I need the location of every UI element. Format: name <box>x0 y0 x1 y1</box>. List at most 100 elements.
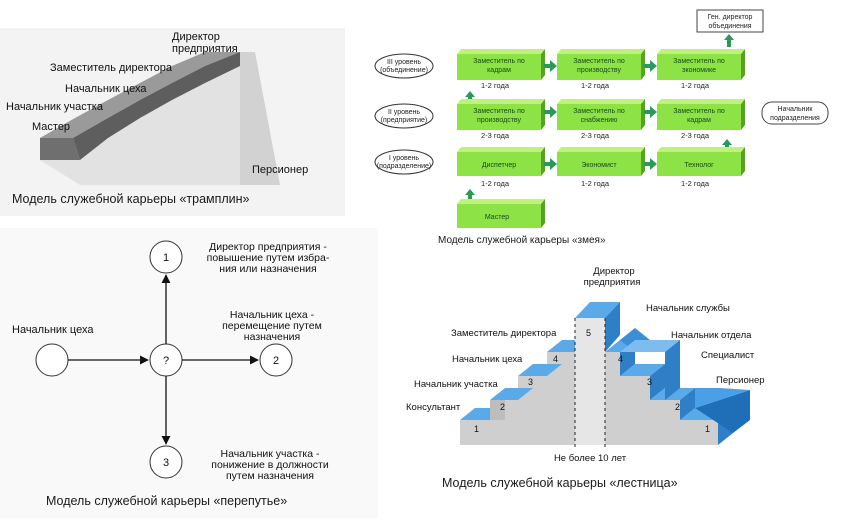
trampoline-staircase <box>40 52 280 185</box>
crossroads-start-node <box>35 343 69 377</box>
svg-text:Начальник участка -: Начальник участка - <box>221 448 320 460</box>
trampoline-model: Мастер Начальник участка Начальник цеха … <box>0 28 345 216</box>
svg-text:Заместитель по: Заместитель по <box>573 58 625 65</box>
crossroads-node-3-num: 3 <box>163 457 169 469</box>
svg-text:(предприятие): (предприятие) <box>381 117 428 124</box>
svg-text:1-2 года: 1-2 года <box>581 81 610 90</box>
snake-box-r2-2: Заместитель по снабжению 2-3 года <box>557 99 645 140</box>
ladder-num-r1: 1 <box>705 424 710 434</box>
ladder-top-label-2: предприятия <box>584 277 641 288</box>
ladder-dashed-guides <box>574 318 606 450</box>
snake-box-r3-1: Заместитель по кадрам 1-2 года <box>457 49 545 90</box>
crossroads-node-2 <box>259 343 293 377</box>
snake-start-box: Мастер <box>457 199 545 228</box>
crossroads-node-3 <box>149 445 183 479</box>
svg-text:снабжению: снабжению <box>581 116 618 124</box>
trampoline-step-2: Начальник участка <box>6 101 104 113</box>
ladder-model: 1 2 3 4 5 4 3 2 1 Директор предприятия К… <box>406 266 765 490</box>
crossroads-desc-3: Начальник участка - понижение в должност… <box>211 448 329 482</box>
svg-text:1-2 года: 1-2 года <box>581 179 610 188</box>
svg-text:Начальник цеха -: Начальник цеха - <box>230 309 315 321</box>
svg-text:производству: производству <box>577 67 621 74</box>
svg-text:производству: производству <box>477 117 521 124</box>
svg-text:1-2 года: 1-2 года <box>481 179 510 188</box>
svg-text:экономике: экономике <box>682 67 716 74</box>
crossroads-center-mark: ? <box>163 355 169 367</box>
crossroads-node-1-num: 1 <box>163 252 169 264</box>
svg-text:путем назначения: путем назначения <box>226 470 314 482</box>
ladder-left-3: Начальник цеха <box>452 354 523 365</box>
svg-text:Директор предприятия -: Директор предприятия - <box>209 241 327 253</box>
ladder-staircase <box>460 302 750 445</box>
crossroads-background <box>0 228 378 518</box>
snake-box-r2-3: Заместитель по кадрам 2-3 года <box>657 99 745 140</box>
svg-text:1-2 года: 1-2 года <box>681 81 710 90</box>
trampoline-step-5b: предприятия <box>172 43 238 55</box>
svg-text:2-3 года: 2-3 года <box>681 131 710 140</box>
snake-side-note: Начальник подразделения <box>761 101 829 125</box>
crossroads-model: Начальник цеха ? 1 2 3 Директор предприя… <box>0 228 378 518</box>
svg-text:подразделения: подразделения <box>770 115 820 122</box>
snake-box-r2-1: Заместитель по производству 2-3 года <box>457 99 545 140</box>
svg-text:Заместитель по: Заместитель по <box>473 108 525 115</box>
svg-text:1-2 года: 1-2 года <box>681 179 710 188</box>
ladder-left-4: Заместитель директора <box>451 328 557 339</box>
ladder-right-1: Начальник службы <box>646 303 730 314</box>
snake-level-2: II уровень (предприятие) <box>374 103 434 129</box>
ladder-num-r2: 2 <box>675 402 680 412</box>
snake-arrows <box>465 34 734 199</box>
ladder-right-2: Начальник отдела <box>671 330 752 341</box>
ladder-num-l4: 4 <box>553 354 558 364</box>
svg-text:Экономист: Экономист <box>581 162 617 169</box>
ladder-num-r3: 3 <box>647 377 652 387</box>
snake-box-r1-1: Диспетчер 1-2 года <box>457 147 545 188</box>
svg-text:Заместитель по: Заместитель по <box>573 108 625 115</box>
snake-caption: Модель служебной карьеры «змея» <box>438 234 606 246</box>
svg-text:Заместитель по: Заместитель по <box>473 58 525 65</box>
svg-text:Начальник: Начальник <box>778 106 814 113</box>
svg-text:Технолог: Технолог <box>684 162 714 169</box>
ladder-top-label: Директор <box>593 266 634 277</box>
snake-box-r1-2: Экономист 1-2 года <box>557 147 645 188</box>
svg-text:перемещение путем: перемещение путем <box>222 320 322 332</box>
svg-text:Мастер: Мастер <box>485 214 509 221</box>
ladder-num-peak: 5 <box>586 328 591 338</box>
svg-text:(подразделение): (подразделение) <box>377 163 431 170</box>
trampoline-caption: Модель служебной карьеры «трамплин» <box>12 192 250 206</box>
svg-text:кадрам: кадрам <box>687 117 711 124</box>
svg-text:I уровень: I уровень <box>389 155 419 162</box>
crossroads-start-label: Начальник цеха <box>12 324 94 336</box>
svg-text:1-2 года: 1-2 года <box>481 81 510 90</box>
trampoline-pensioner: Персионер <box>252 164 308 176</box>
ladder-num-l2: 2 <box>500 402 505 412</box>
ladder-num-l3: 3 <box>528 377 533 387</box>
svg-text:ния или назначения: ния или назначения <box>219 263 316 275</box>
snake-box-r3-2: Заместитель по производству 1-2 года <box>557 49 645 90</box>
svg-text:кадрам: кадрам <box>487 67 511 74</box>
crossroads-node-2-num: 2 <box>273 355 279 367</box>
svg-text:Ген. директор: Ген. директор <box>708 14 753 21</box>
svg-text:назначения: назначения <box>244 331 300 343</box>
trampoline-step-5: Директор <box>172 31 220 43</box>
ladder-right-3: Специалист <box>701 350 755 361</box>
crossroads-caption: Модель служебной карьеры «перепутье» <box>46 494 287 508</box>
crossroads-node-1 <box>149 240 183 274</box>
svg-text:III уровень: III уровень <box>387 59 421 66</box>
snake-box-r1-3: Технолог 1-2 года <box>657 147 745 188</box>
crossroads-arrows <box>68 274 259 445</box>
crossroads-desc-1: Директор предприятия - повышение путем и… <box>207 241 330 275</box>
snake-level-3: III уровень (объединение) <box>374 53 434 79</box>
svg-text:объединения: объединения <box>708 22 751 30</box>
svg-text:повышение путем избра-: повышение путем избра- <box>207 252 330 264</box>
crossroads-desc-2: Начальник цеха - перемещение путем назна… <box>222 309 322 343</box>
snake-top-target: Ген. директор объединения <box>696 9 764 33</box>
ladder-span-label: Не более 10 лет <box>554 453 627 464</box>
svg-text:понижение в должности: понижение в должности <box>211 459 329 471</box>
svg-text:2-3 года: 2-3 года <box>581 131 610 140</box>
ladder-left-2: Начальник участка <box>414 379 498 390</box>
snake-model: III уровень (объединение) II уровень (пр… <box>374 9 829 246</box>
ladder-caption: Модель служебной карьеры «лестница» <box>442 476 678 490</box>
ladder-left-1: Консультант <box>406 402 461 413</box>
trampoline-step-3: Начальник цеха <box>65 83 147 95</box>
